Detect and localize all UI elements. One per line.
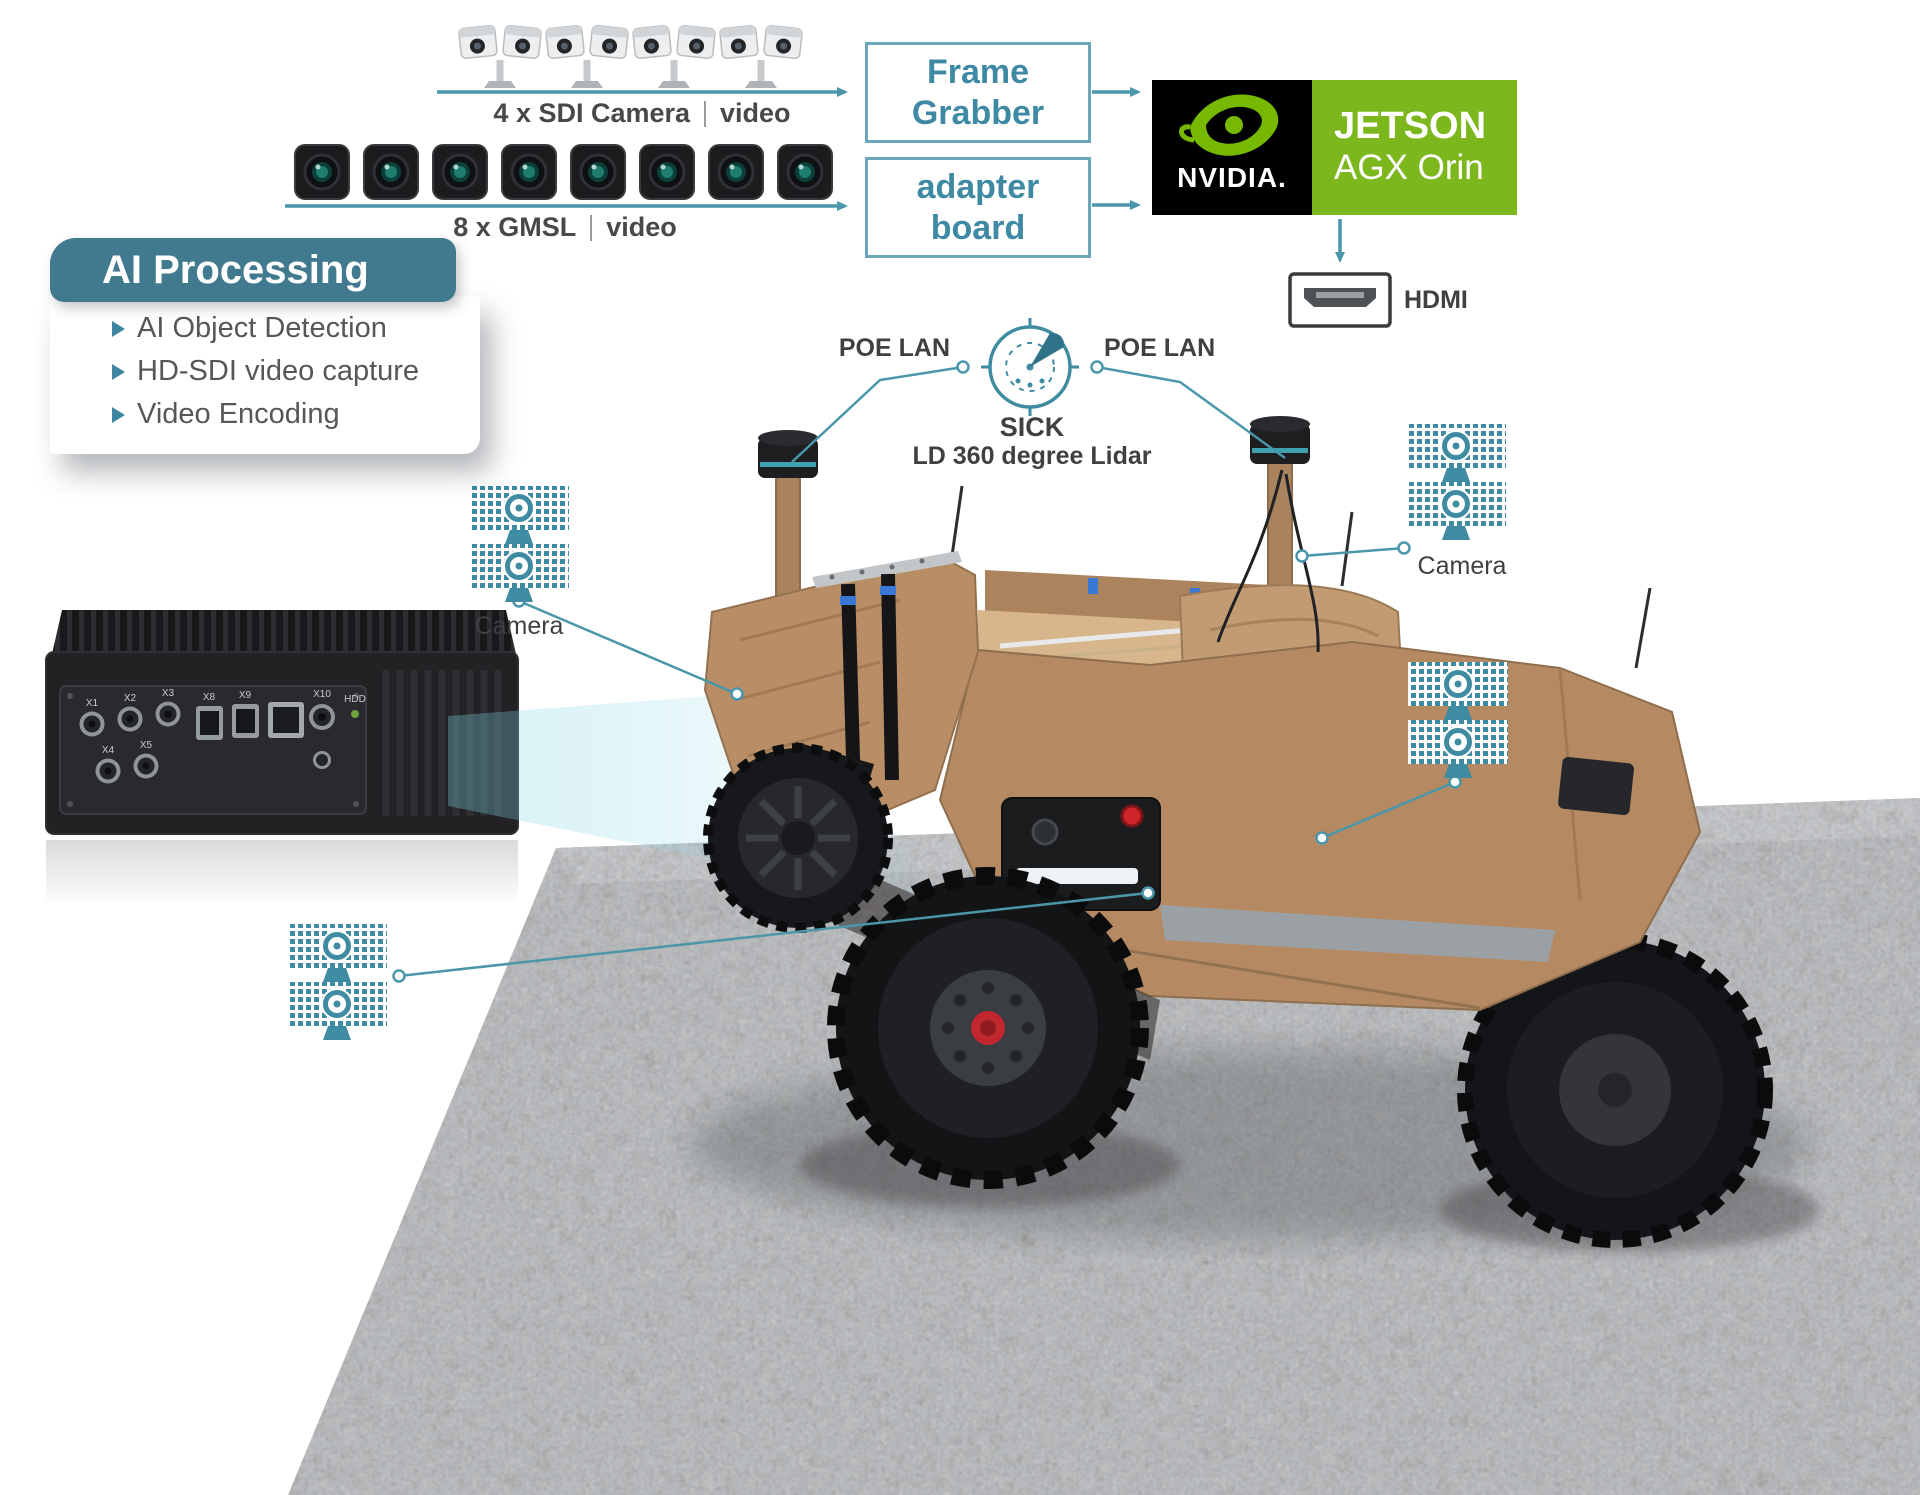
frame-grabber-line1: Frame	[926, 53, 1030, 92]
gmsl-camera-icon	[638, 143, 696, 201]
bullet-triangle-icon	[112, 320, 125, 337]
ai-item: Video Encoding	[50, 393, 480, 436]
adapter-board-box: adapter board	[865, 157, 1091, 258]
flow-arrows	[285, 87, 1345, 263]
gmsl-camera-icon	[500, 143, 558, 201]
ai-processing-header: AI Processing	[50, 238, 456, 302]
poe-lan-right-label: POE LAN	[1104, 334, 1216, 362]
ai-item-label: Video Encoding	[137, 398, 340, 430]
bullet-triangle-icon	[112, 363, 125, 380]
hdmi-label: HDMI	[1404, 286, 1468, 314]
gmsl-camera-icon	[776, 143, 834, 201]
sdi-camera-row	[457, 24, 804, 89]
ai-processing-card: AI Object Detection HD-SDI video capture…	[50, 296, 480, 454]
vehicle-illustration: KNDS	[690, 416, 1820, 1252]
sdi-camera-icon	[457, 24, 543, 89]
port-label: X2	[124, 693, 137, 704]
gmsl-camera-row	[293, 143, 834, 201]
port-label: X1	[86, 698, 99, 709]
ai-item: HD-SDI video capture	[50, 350, 480, 393]
sdi-camera-icon	[718, 24, 804, 89]
port-label: X5	[140, 740, 153, 751]
camera-icon-group-right-mid	[1408, 662, 1508, 778]
adapter-board-line1: adapter	[916, 168, 1040, 207]
lidar-model-label: LD 360 degree Lidar	[912, 442, 1152, 470]
gmsl-camera-icon	[293, 143, 351, 201]
adapter-board-line2: board	[930, 208, 1026, 247]
sdi-row-text: 4 x SDI Camera	[493, 98, 691, 128]
lidar-name-label: SICK	[999, 412, 1065, 442]
nvidia-eye-icon	[1179, 94, 1279, 156]
nvidia-wordmark: NVIDIA.	[1177, 162, 1287, 193]
gmsl-camera-icon	[431, 143, 489, 201]
gmsl-camera-icon	[362, 143, 420, 201]
gmsl-camera-icon	[707, 143, 765, 201]
label-divider	[590, 214, 593, 241]
sdi-row-signal: video	[720, 98, 791, 128]
jetson-line1: JETSON	[1334, 105, 1487, 148]
port-label: X8	[203, 692, 216, 703]
sdi-row-label: 4 x SDI Camera video	[437, 98, 847, 129]
callout-lines	[398, 365, 1456, 978]
ai-processing-title: AI Processing	[102, 247, 369, 292]
gmsl-camera-icon	[569, 143, 627, 201]
nvidia-logo-panel: NVIDIA.	[1152, 80, 1312, 215]
frame-grabber-line2: Grabber	[911, 93, 1045, 132]
frame-grabber-box: Frame Grabber	[865, 42, 1091, 143]
sdi-camera-icon	[631, 24, 717, 89]
lidar-icon	[981, 318, 1079, 416]
sdi-camera-icon	[544, 24, 630, 89]
camera-label-left: Camera	[474, 612, 564, 640]
jetson-line2: AGX Orin	[1334, 148, 1484, 188]
ai-item: AI Object Detection	[50, 307, 480, 350]
label-divider	[704, 100, 707, 127]
hdmi-icon	[1288, 272, 1392, 328]
port-label: X9	[239, 690, 252, 701]
port-label: X10	[313, 689, 331, 700]
camera-icon-group-bottom-left	[287, 924, 387, 1040]
camera-icon-group-right-top	[1406, 424, 1506, 540]
ai-item-label: AI Object Detection	[137, 312, 387, 344]
port-label: X4	[102, 745, 115, 756]
port-label: X3	[162, 688, 175, 699]
gmsl-row-signal: video	[606, 212, 677, 242]
jetson-logo-panel: JETSON AGX Orin	[1312, 80, 1517, 215]
bullet-triangle-icon	[112, 406, 125, 423]
camera-icon-group-left	[469, 486, 569, 602]
camera-label-right: Camera	[1417, 552, 1507, 580]
port-label: HDD	[344, 694, 366, 705]
poe-lan-left-label: POE LAN	[838, 334, 950, 362]
ai-item-label: HD-SDI video capture	[137, 355, 420, 387]
gmsl-row-text: 8 x GMSL	[453, 212, 577, 242]
embedded-pc-illustration: X1 X2 X3 X4 X5 X8 X9 X10 HDD	[45, 610, 519, 906]
gmsl-row-label: 8 x GMSL video	[285, 212, 845, 243]
